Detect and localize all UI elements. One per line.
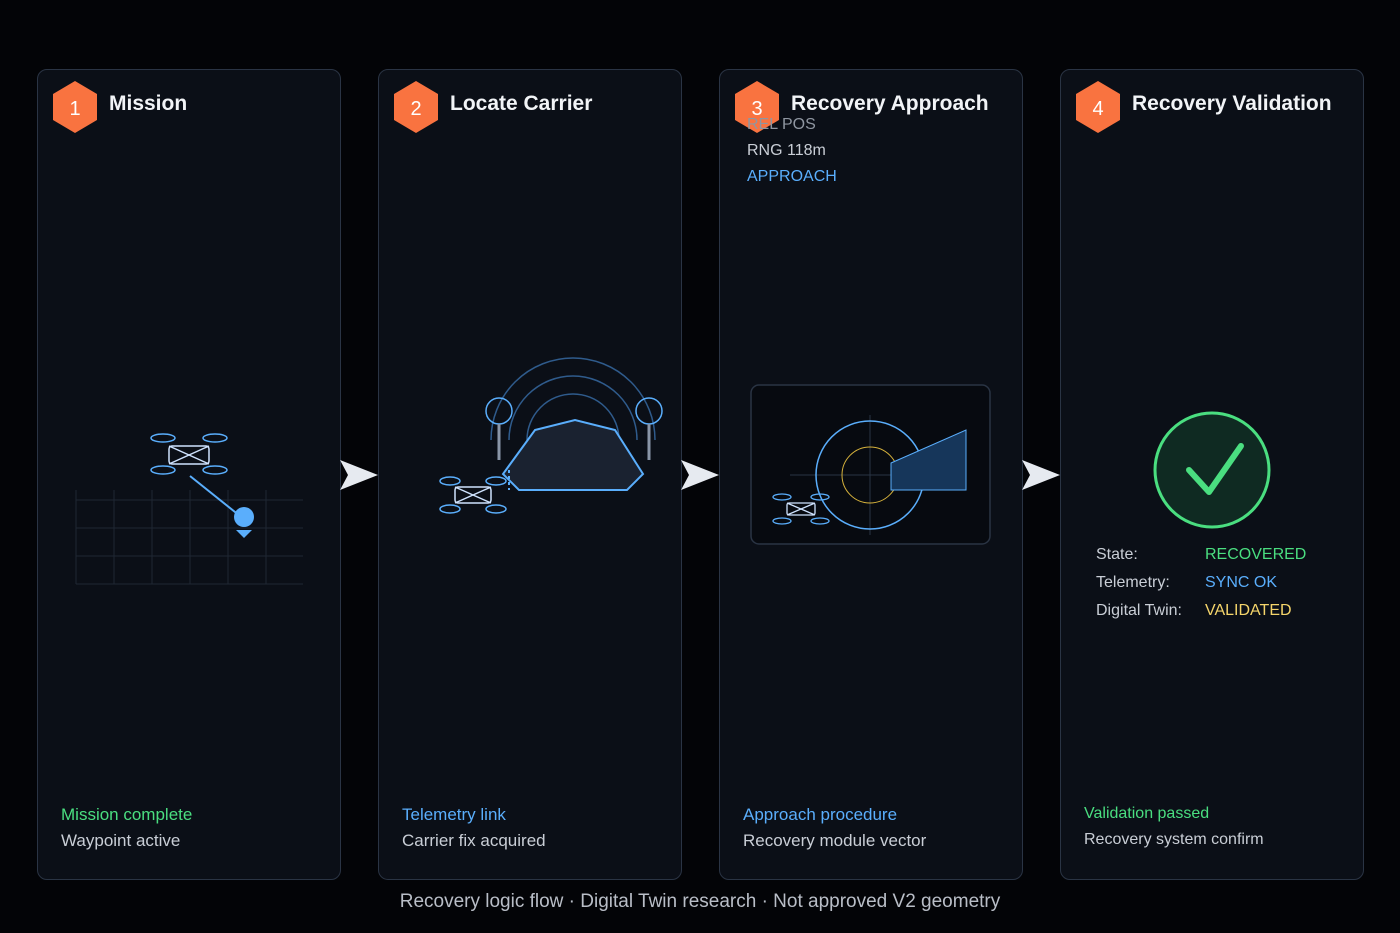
panel-title: Recovery Approach bbox=[791, 92, 989, 115]
recovery-module-icon bbox=[890, 429, 967, 491]
locate-carrier-illustration bbox=[439, 357, 663, 514]
status-label-digital-twin: Digital Twin: bbox=[1096, 602, 1182, 619]
step-badge: 3 bbox=[733, 81, 781, 133]
panel-title: Recovery Validation bbox=[1132, 92, 1332, 115]
drone-icon bbox=[772, 493, 830, 525]
validation-illustration bbox=[1153, 411, 1271, 529]
panel-locate-carrier: 2 Locate Carrier bbox=[378, 69, 682, 880]
panel-title: Locate Carrier bbox=[450, 92, 593, 115]
status-label-state: State: bbox=[1096, 546, 1138, 563]
flow-arrow-icon bbox=[340, 460, 378, 490]
caption-primary: Approach procedure bbox=[743, 805, 898, 824]
footer-note: Recovery logic flow · Digital Twin resea… bbox=[399, 891, 1001, 912]
panel-recovery-approach: 3 Recovery Approach REL POS RNG 118m APP… bbox=[719, 69, 1023, 880]
scan-arcs bbox=[490, 357, 656, 441]
step-number: 2 bbox=[410, 98, 422, 120]
carrier-dock-icon bbox=[501, 418, 645, 491]
map-grid bbox=[75, 490, 303, 585]
antenna-icon bbox=[485, 397, 513, 460]
caption-primary: Validation passed bbox=[1084, 805, 1210, 822]
caption-secondary: Waypoint active bbox=[61, 831, 181, 850]
antenna-icon bbox=[635, 397, 663, 460]
caption-secondary: Recovery system confirm bbox=[1084, 831, 1264, 848]
panel-recovery-validation: 4 Recovery Validation State: RECOVERED T… bbox=[1060, 69, 1364, 880]
flow-arrow-icon bbox=[681, 460, 719, 490]
flow-arrow-icon bbox=[1022, 460, 1060, 490]
status-label-telemetry: Telemetry: bbox=[1096, 574, 1170, 591]
mission-illustration bbox=[75, 433, 303, 585]
approach-illustration bbox=[750, 384, 991, 545]
step-number: 4 bbox=[1092, 98, 1104, 120]
caption-secondary: Recovery module vector bbox=[743, 831, 927, 850]
step-badge: 2 bbox=[392, 81, 440, 133]
status-value-state: RECOVERED bbox=[1205, 546, 1307, 563]
readout-range: RNG 118m bbox=[747, 142, 826, 159]
flight-path bbox=[189, 475, 241, 517]
step-number: 3 bbox=[751, 98, 763, 120]
status-value-telemetry: SYNC OK bbox=[1205, 574, 1278, 591]
step-badge: 1 bbox=[51, 81, 99, 133]
caption-secondary: Carrier fix acquired bbox=[402, 831, 546, 850]
caption-primary: Mission complete bbox=[61, 805, 193, 824]
panel-mission: 1 Mission bbox=[37, 69, 341, 880]
drone-icon bbox=[439, 476, 507, 514]
checkmark-icon bbox=[1153, 411, 1271, 529]
drone-icon bbox=[150, 433, 228, 475]
readout-mode: APPROACH bbox=[747, 168, 837, 185]
step-badge: 4 bbox=[1074, 81, 1122, 133]
status-value-digital-twin: VALIDATED bbox=[1205, 602, 1292, 619]
readout-rel-pos: REL POS bbox=[747, 116, 816, 133]
step-number: 1 bbox=[69, 98, 81, 120]
caption-primary: Telemetry link bbox=[402, 805, 506, 824]
panel-title: Mission bbox=[109, 92, 188, 115]
waypoint-pin-icon bbox=[234, 507, 254, 538]
